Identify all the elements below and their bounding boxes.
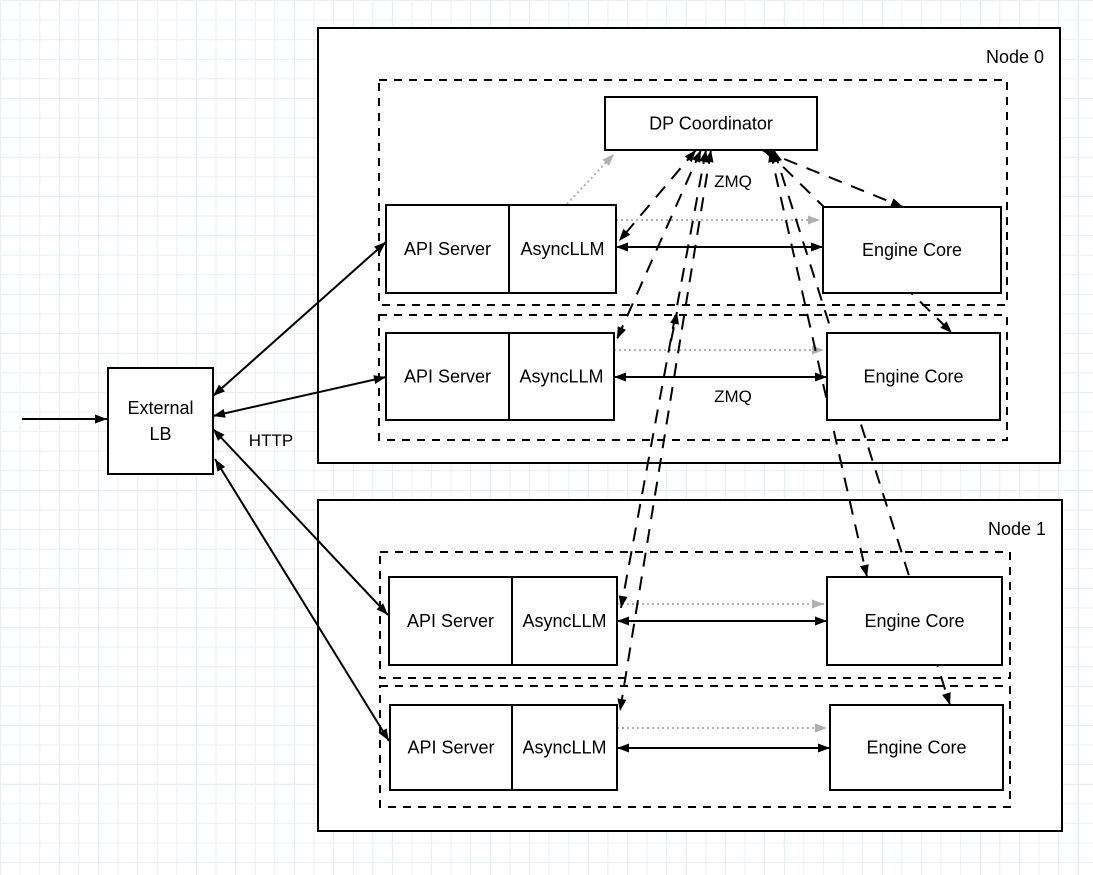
edge-coordinator-asyncllm2-mid-arrow [670,311,679,342]
container-label-node0: Node 0 [986,47,1044,67]
box-node0-replica1-asyncllm [508,332,615,421]
box-label-node0-replica1-engine-core: Engine Core [863,367,963,387]
label-zmq-coordinator: ZMQ [714,172,752,191]
box-label-node0-replica0-api-server: API Server [404,239,491,259]
box-label-external-lb: External [127,398,193,418]
box-node0-replica1-engine-core [826,332,1001,421]
box-node0-replica0-engine-core [822,206,1002,294]
box-external-lb [107,367,214,475]
box-label-node1-replica0-asyncllm: AsyncLLM [522,611,606,631]
box-node1-replica1-api-server [389,704,513,791]
container-node0-replica0-group [378,79,1008,306]
box-label-node0-replica1-api-server: API Server [404,367,491,387]
box-label-node1-replica1-engine-core: Engine Core [866,738,966,758]
box-node0-replica0-asyncllm [508,204,617,294]
box-label-node1-replica1-asyncllm: AsyncLLM [522,738,606,758]
edge-handshake-coordinator [566,153,615,205]
box-node1-replica0-engine-core [826,576,1003,666]
labels-layer: ZMQ ZMQ HTTP [249,172,752,450]
box-label-node0-replica0-engine-core: Engine Core [862,240,962,260]
box-node1-replica0-api-server [388,576,513,666]
box-label-external-lb: LB [149,424,171,444]
label-zmq-engine: ZMQ [714,387,752,406]
box-label-node0-replica0-asyncllm: AsyncLLM [520,239,604,259]
box-label-node0-replica1-asyncllm: AsyncLLM [519,367,603,387]
edges-layer [22,149,953,753]
box-node0-replica0-api-server [385,204,510,294]
label-http: HTTP [249,431,293,450]
box-label-node1-replica1-api-server: API Server [407,738,494,758]
box-node1-replica1-asyncllm [511,704,618,791]
box-label-node1-replica0-api-server: API Server [407,611,494,631]
container-label-node1: Node 1 [988,519,1046,539]
edge-lb-to-node0-api1 [212,375,387,418]
box-dp-coordinator [604,96,818,151]
edge-lb-to-node0-api0 [212,241,387,397]
box-node0-replica1-api-server [385,332,510,421]
box-label-dp-coordinator: DP Coordinator [649,114,773,134]
box-label-node1-replica0-engine-core: Engine Core [864,611,964,631]
edge-lb-to-node1-api1 [214,458,390,742]
box-node1-replica1-engine-core [829,704,1004,791]
box-node1-replica0-asyncllm [511,576,618,666]
